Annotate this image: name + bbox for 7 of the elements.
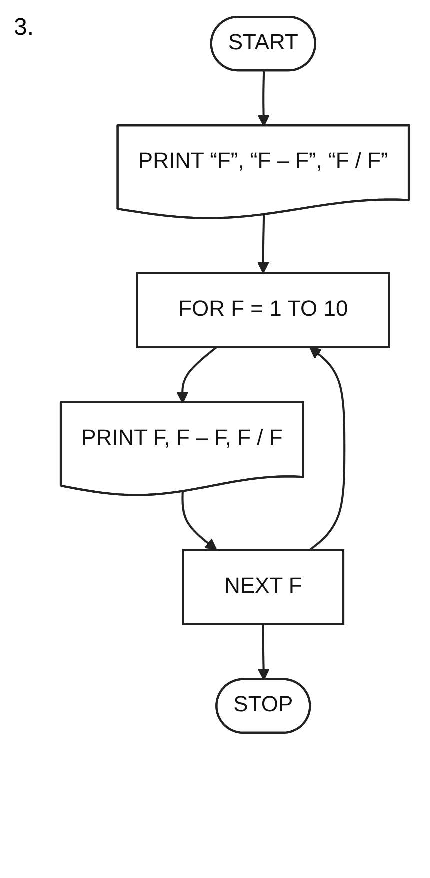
step-number: 3.	[14, 14, 34, 42]
arrow	[257, 215, 270, 274]
node-box: FOR F = 1 TO 10	[136, 272, 390, 349]
arrow	[258, 71, 270, 127]
arrow	[182, 492, 218, 551]
arrow	[309, 346, 346, 551]
node-box: NEXT F	[182, 549, 345, 626]
